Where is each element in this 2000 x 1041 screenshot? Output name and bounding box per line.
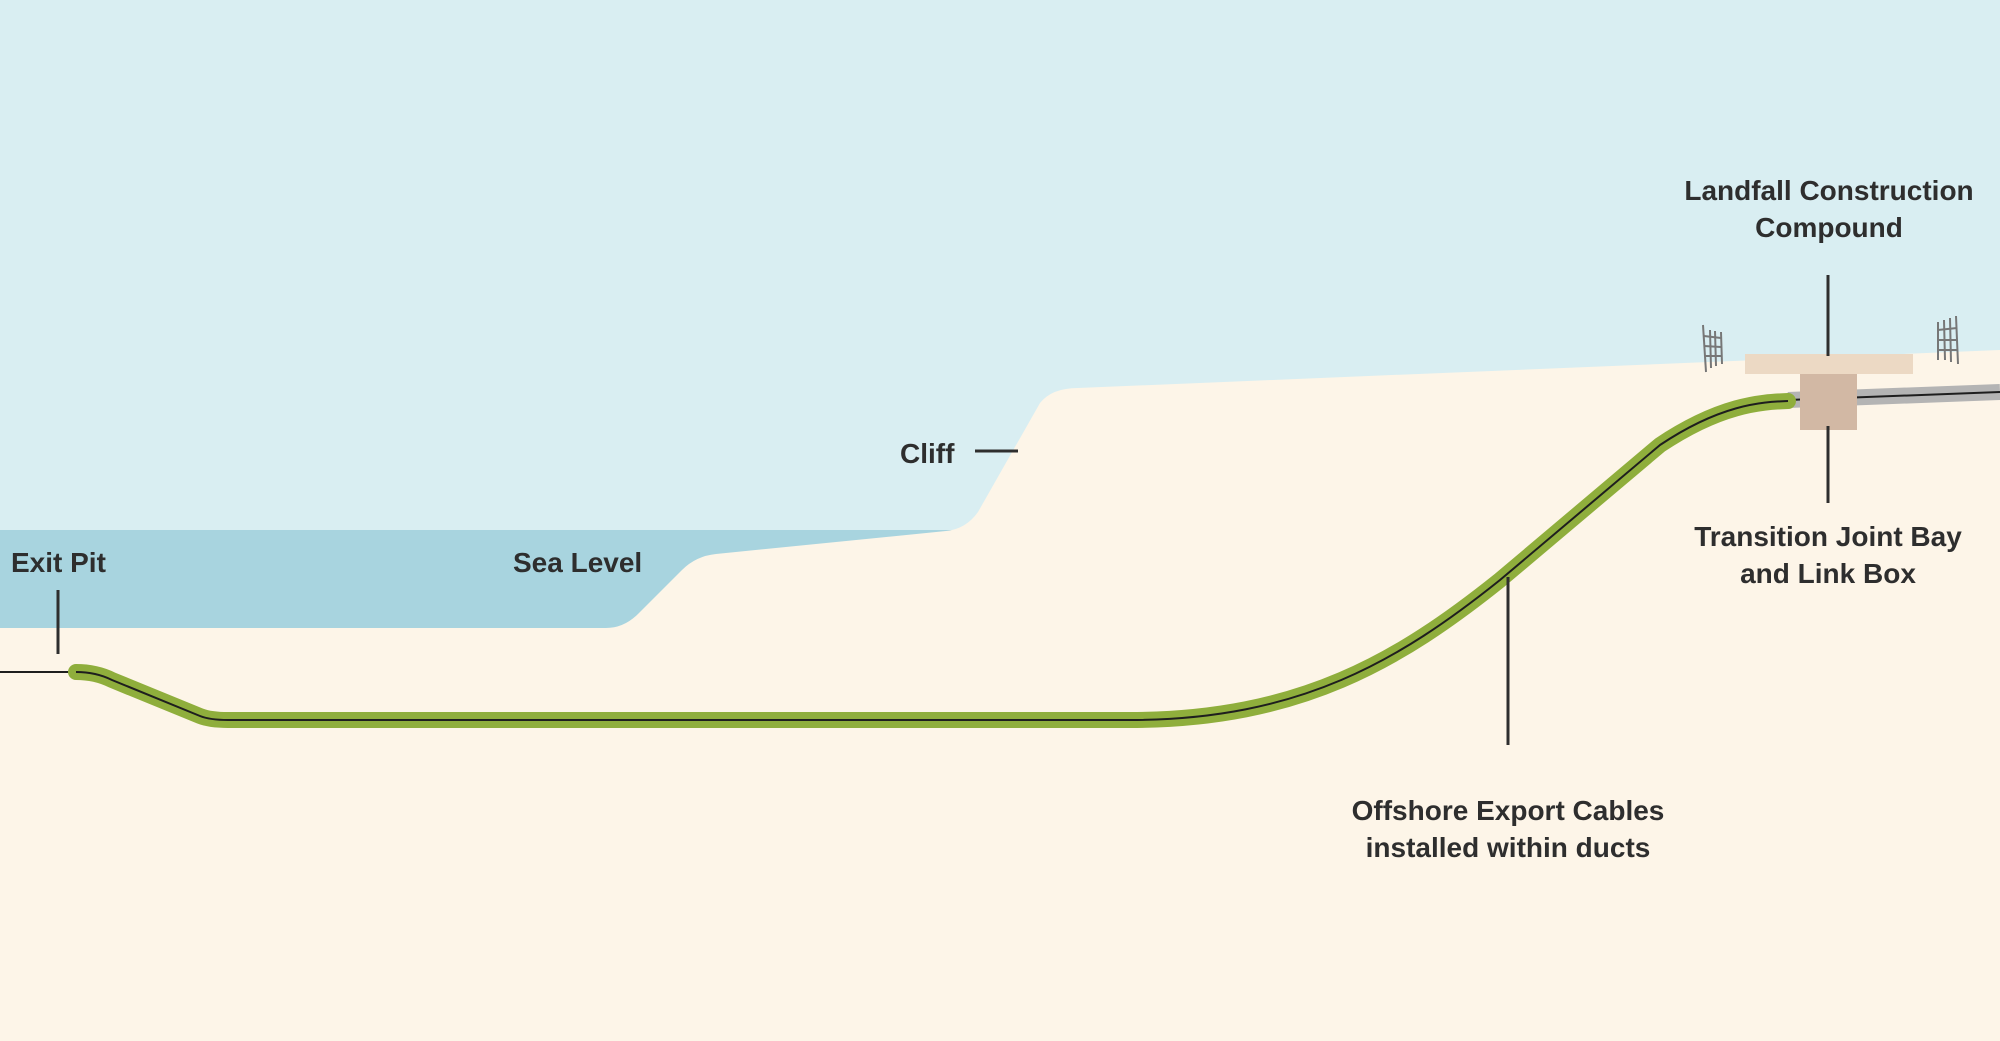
exit-pit-label: Exit Pit (11, 547, 106, 578)
compound-pad (1745, 354, 1913, 374)
transition-joint-bay-label: Transition Joint Bay and Link Box (1694, 518, 1962, 592)
ground-profile (0, 350, 2000, 1041)
fence-left (1702, 324, 1723, 373)
tjb-label-line1: Transition Joint Bay (1694, 521, 1962, 552)
landfall-compound-label: Landfall Construction Compound (1684, 172, 1973, 246)
landfall-label-line1: Landfall Construction (1684, 175, 1974, 206)
offshore-cables-label: Offshore Export Cables installed within … (1352, 792, 1665, 866)
cables-label-line2: installed within ducts (1365, 832, 1651, 863)
sea-level-label: Sea Level (513, 547, 643, 578)
cliff-label: Cliff (900, 438, 955, 469)
leader-lines (56, 275, 1830, 745)
offshore-export-cable (75, 400, 1789, 721)
transition-joint-bay (1800, 374, 1857, 430)
fence-right (1937, 315, 1959, 365)
tjb-label-line2: and Link Box (1740, 558, 1916, 589)
cables-label-line1: Offshore Export Cables (1351, 795, 1665, 826)
landfall-label-line2: Compound (1755, 212, 1903, 243)
